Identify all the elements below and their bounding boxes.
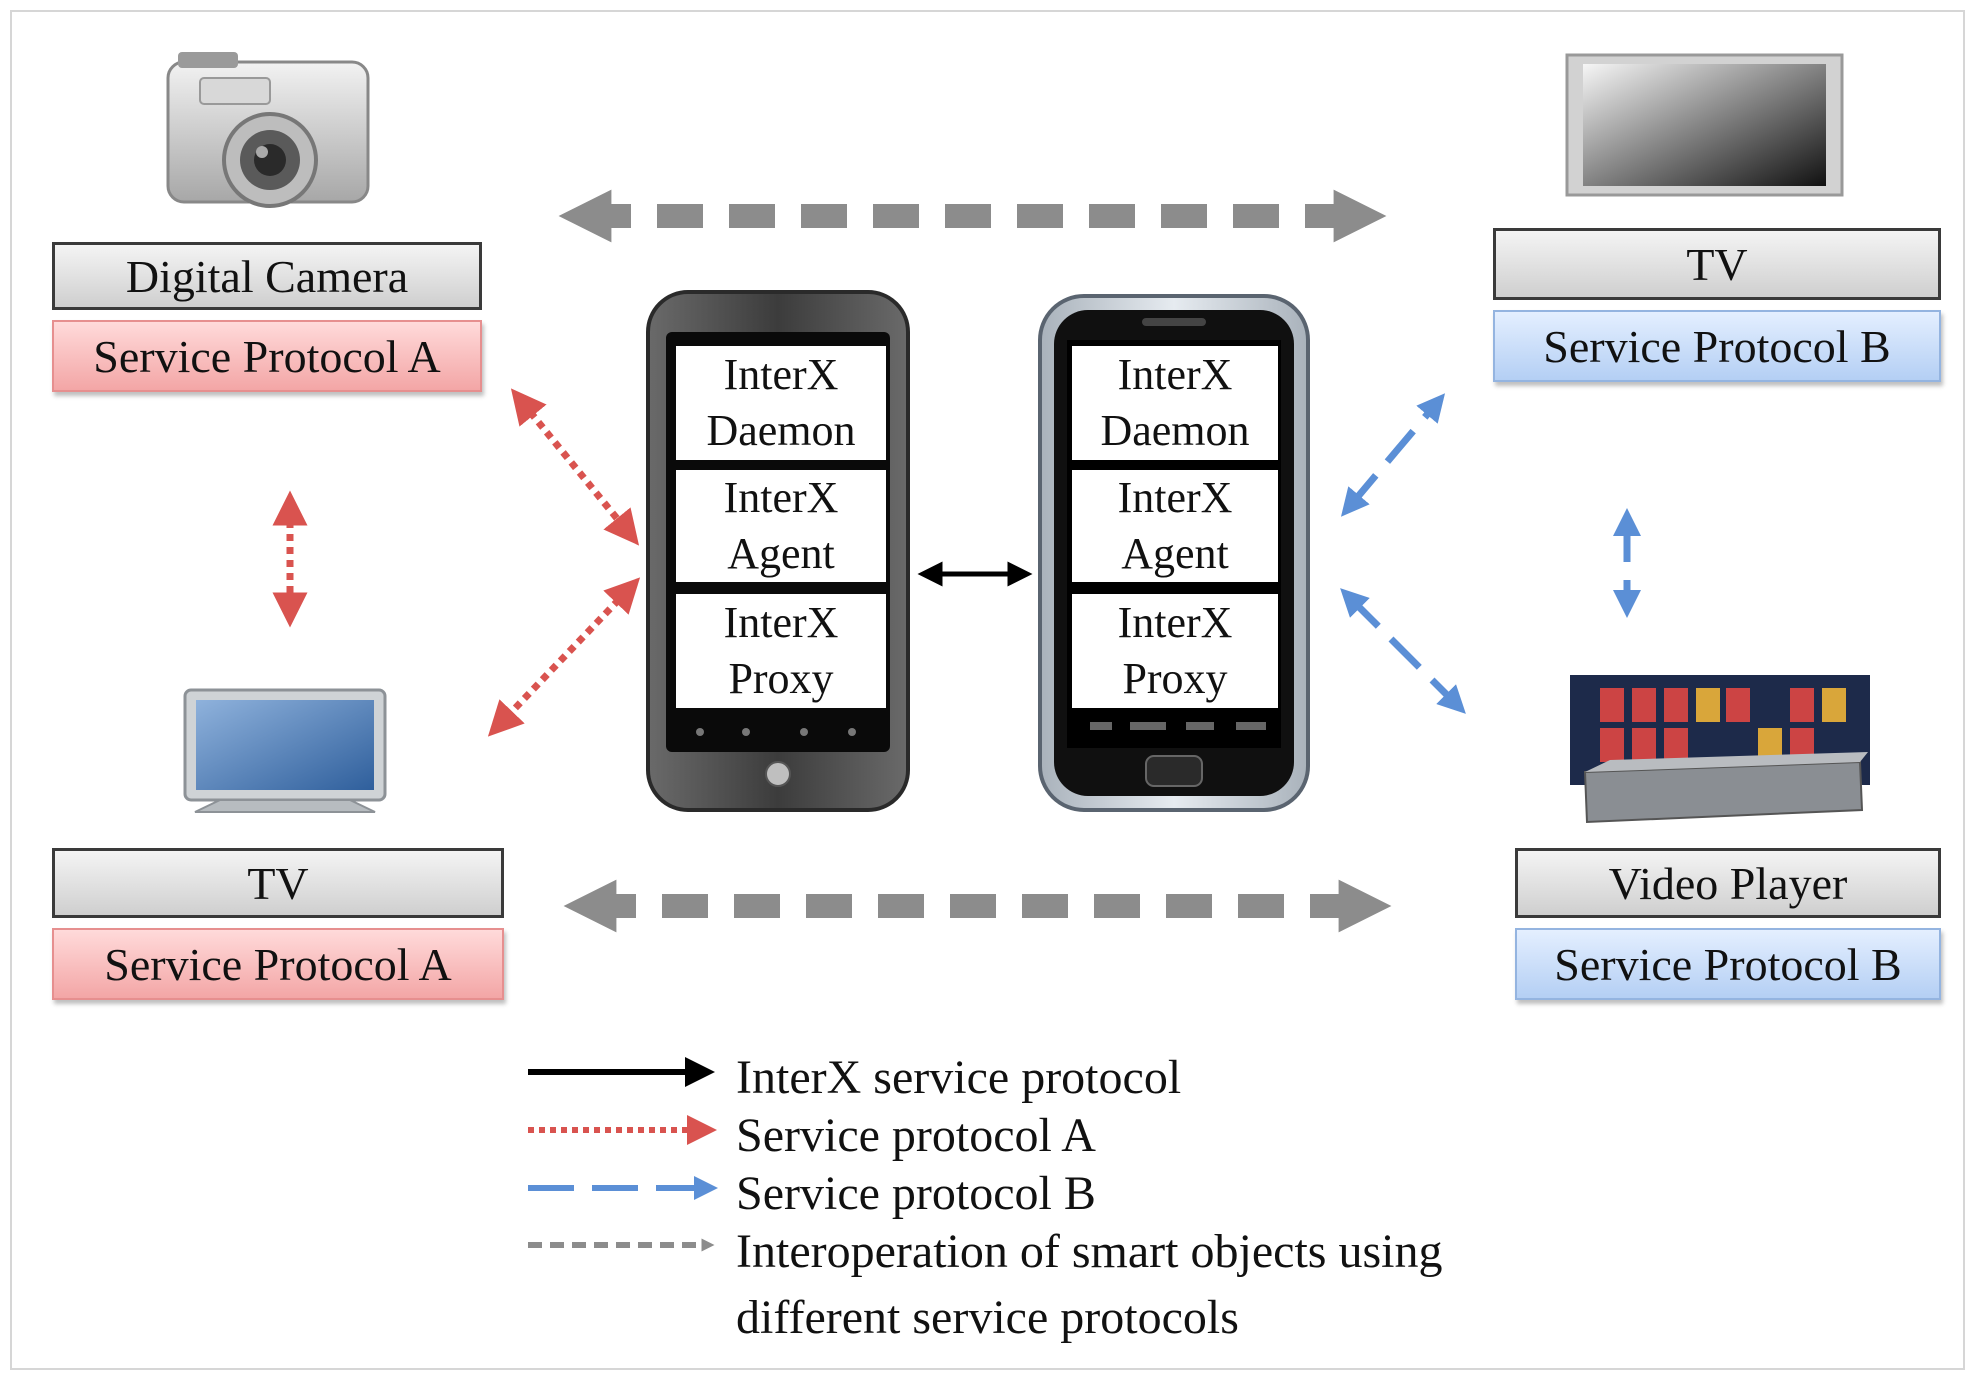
phone-right-daemon-module: InterX Daemon	[1072, 346, 1278, 460]
module-title: InterX	[723, 350, 839, 399]
phone-left-agent-module: InterX Agent	[676, 470, 886, 582]
protocol-a-arrow-camera	[510, 388, 640, 546]
tv-left-name-label: TV	[52, 848, 504, 918]
module-title: InterX	[723, 473, 839, 522]
module-title: InterX	[1117, 350, 1233, 399]
module-name: Proxy	[1122, 654, 1228, 703]
protocol-a-arrow-tv	[487, 577, 641, 737]
camera-icon	[166, 52, 370, 208]
video-player-name-label: Video Player	[1515, 848, 1941, 918]
video-player-icon	[1570, 675, 1870, 824]
legend-label-interop-line2: different service protocols	[736, 1291, 1239, 1344]
legend-label-interx: InterX service protocol	[736, 1051, 1182, 1104]
module-title: InterX	[723, 598, 839, 647]
phone-right-proxy-module: InterX Proxy	[1072, 594, 1278, 708]
module-name: Proxy	[728, 654, 834, 703]
tv-right-name-label: TV	[1493, 228, 1941, 300]
protocol-b-arrow-tv	[1340, 393, 1446, 517]
module-name: Agent	[1121, 529, 1229, 578]
phone-right-agent-module: InterX Agent	[1072, 470, 1278, 582]
tv-left-protocol-badge: Service Protocol A	[52, 928, 504, 1000]
camera-protocol-badge: Service Protocol A	[52, 320, 482, 392]
module-name: Daemon	[706, 406, 856, 455]
legend-label-interop: Interoperation of smart objects using	[736, 1225, 1443, 1278]
camera-name-label: Digital Camera	[52, 242, 482, 310]
phone-left-daemon-module: InterX Daemon	[676, 346, 886, 460]
tv-icon	[1565, 53, 1844, 197]
legend-label-protocol-b: Service protocol B	[736, 1167, 1096, 1220]
module-title: InterX	[1117, 598, 1233, 647]
tv-right-protocol-badge: Service Protocol B	[1493, 310, 1941, 382]
module-title: InterX	[1117, 473, 1233, 522]
video-player-protocol-badge: Service Protocol B	[1515, 928, 1941, 1000]
legend-label-protocol-a: Service protocol A	[736, 1109, 1096, 1162]
tv-icon	[183, 688, 387, 813]
protocol-b-arrow-player	[1340, 588, 1466, 714]
module-name: Daemon	[1100, 406, 1250, 455]
phone-left-proxy-module: InterX Proxy	[676, 594, 886, 708]
module-name: Agent	[727, 529, 835, 578]
